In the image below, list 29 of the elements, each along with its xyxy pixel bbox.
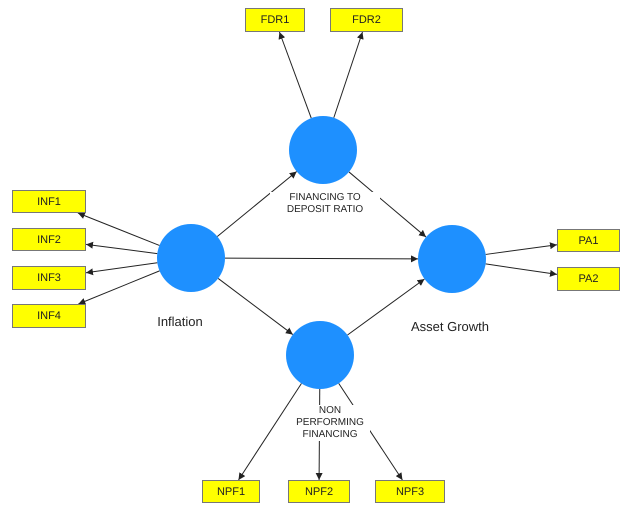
indicator-box: INF3 (12, 266, 86, 290)
arrow (77, 212, 160, 246)
arrow (216, 171, 298, 237)
indicator-box: PA1 (557, 229, 620, 252)
arrow (485, 263, 558, 277)
arrow (278, 32, 312, 119)
arrow (218, 278, 294, 336)
construct-circle (289, 116, 357, 184)
arrow (224, 255, 418, 262)
indicator-box: FDR2 (330, 8, 403, 32)
arrow (86, 262, 158, 276)
arrow (238, 382, 302, 480)
indicator-box: FDR1 (245, 8, 305, 32)
arrow (333, 32, 364, 118)
indicator-box: PA2 (557, 267, 620, 291)
arrow (78, 270, 160, 305)
indicator-box: NPF2 (288, 480, 350, 503)
indicator-box: INF4 (12, 304, 86, 328)
indicator-box: INF1 (12, 190, 86, 213)
indicator-box: NPF3 (375, 480, 445, 503)
arrow (347, 278, 425, 336)
arrow (86, 242, 158, 254)
indicator-box: NPF1 (202, 480, 260, 503)
construct-circle (157, 224, 225, 292)
construct-circle (418, 225, 486, 293)
arrow (348, 171, 427, 238)
construct-circle (286, 321, 354, 389)
indicator-box: INF2 (12, 228, 86, 251)
arrow (485, 242, 558, 255)
